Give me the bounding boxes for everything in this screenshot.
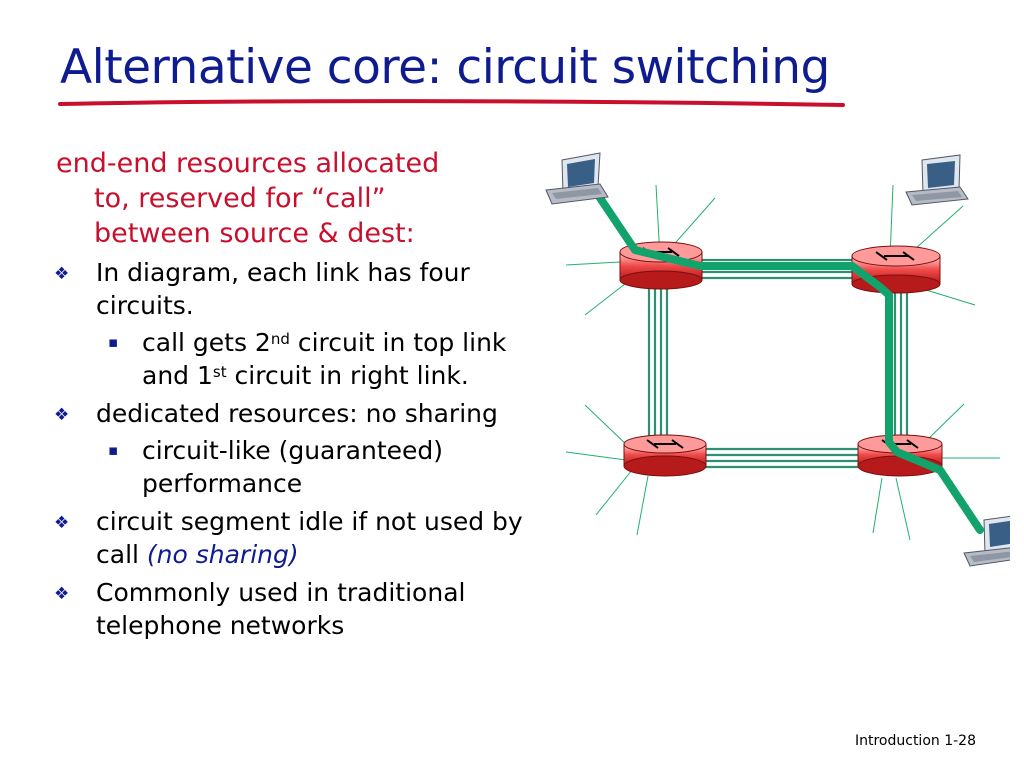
bullet-text: dedicated resources: no sharing xyxy=(96,399,498,428)
diamond-bullet-icon: ❖ xyxy=(54,405,70,425)
bullet-item: ❖ dedicated resources: no sharing xyxy=(52,397,542,430)
diamond-bullet-icon: ❖ xyxy=(54,513,70,533)
superscript: st xyxy=(212,363,227,381)
intro-line-2: to, reserved for “call” xyxy=(94,183,386,214)
bullet-item: ❖ circuit segment idle if not used by ca… xyxy=(52,505,542,571)
sub-bullet-text-c: circuit in right link. xyxy=(226,361,469,390)
diamond-bullet-icon: ❖ xyxy=(54,584,70,604)
square-bullet-icon: ▪ xyxy=(108,333,119,351)
router-icon xyxy=(851,245,941,294)
access-links xyxy=(565,184,1000,541)
computer-icon xyxy=(963,515,1010,567)
diamond-bullet-icon: ❖ xyxy=(54,264,70,284)
sub-bullet-text: circuit-like (guaranteed) performance xyxy=(142,436,444,498)
square-bullet-icon: ▪ xyxy=(108,441,119,459)
computer-icon xyxy=(905,154,969,206)
sub-bullet-item: ▪ call gets 2nd circuit in top link and … xyxy=(52,326,542,392)
reserved-circuit-path xyxy=(586,179,984,534)
intro-text: end-end resources allocated to, reserved… xyxy=(52,146,542,251)
bullet-text: In diagram, each link has four circuits. xyxy=(96,258,470,320)
emphasis-text: (no sharing) xyxy=(146,540,299,569)
router-icon xyxy=(619,241,703,290)
bullet-text: circuit segment idle if not used by call xyxy=(96,507,523,569)
intro-line-3: between source & dest: xyxy=(94,218,415,249)
sub-bullet-text-b: circuit in top link and 1 xyxy=(142,328,507,390)
circuit-switching-diagram xyxy=(545,152,1010,567)
superscript: nd xyxy=(270,330,290,348)
bullet-text: Commonly used in traditional telephone n… xyxy=(96,578,466,640)
bullet-item: ❖ In diagram, each link has four circuit… xyxy=(52,256,542,322)
slide-body: end-end resources allocated to, reserved… xyxy=(52,146,542,642)
slide-footer: Introduction 1-28 xyxy=(854,733,976,749)
router-icon xyxy=(623,434,707,477)
computer-icon xyxy=(545,152,609,205)
sub-bullet-text-a: call gets 2 xyxy=(142,328,271,357)
title-underline xyxy=(58,99,845,107)
bullet-item: ❖ Commonly used in traditional telephone… xyxy=(52,576,542,642)
slide-title: Alternative core: circuit switching xyxy=(60,40,830,95)
intro-line-1: end-end resources allocated xyxy=(56,148,440,179)
sub-bullet-item: ▪ circuit-like (guaranteed) performance xyxy=(52,434,542,500)
